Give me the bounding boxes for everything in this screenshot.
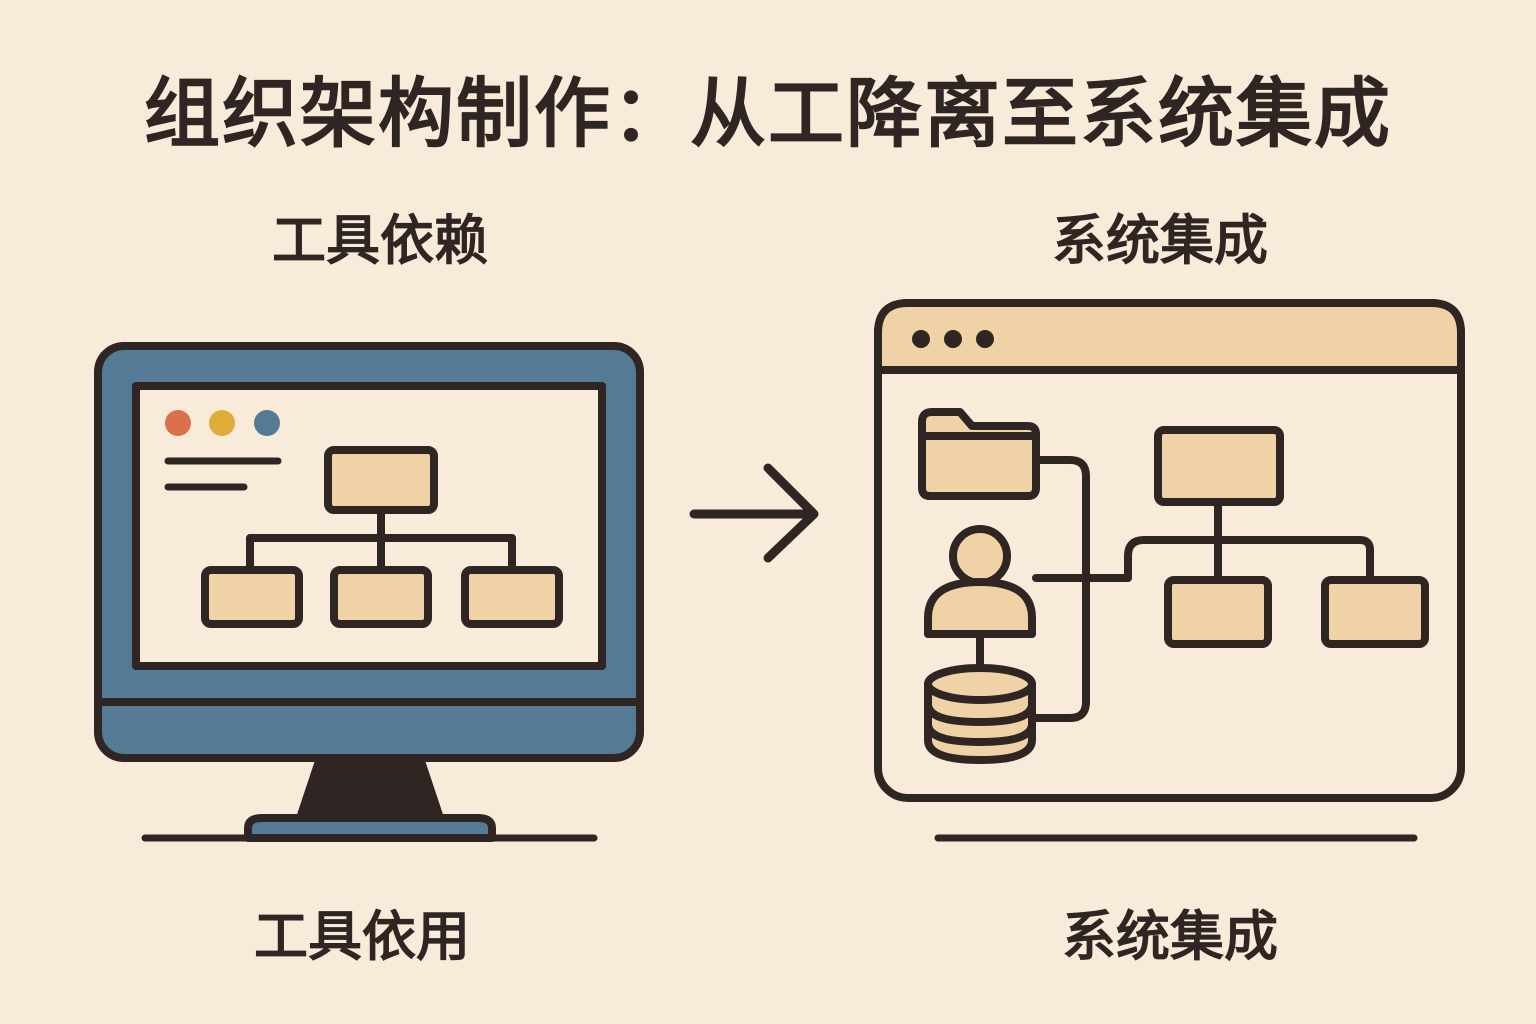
- monitor-stand: [296, 754, 444, 822]
- org-box: [461, 566, 563, 628]
- monitor-icon: [94, 342, 644, 842]
- database-icon: [924, 664, 1036, 764]
- window-dot: [912, 330, 930, 348]
- org-box-top: [324, 446, 438, 514]
- screen-dot-yellow: [209, 410, 235, 436]
- connector-line: [1032, 536, 1374, 584]
- arrow-right-icon: [689, 463, 819, 563]
- org-chart-icon: [201, 446, 563, 628]
- org-box-top: [1154, 426, 1284, 506]
- connector-line: [1032, 456, 1090, 722]
- org-box: [1164, 576, 1272, 648]
- page-title: 组织架构制作：从工降离至系统集成: [144, 69, 1392, 158]
- monitor-base: [244, 814, 496, 842]
- window-titlebar: [874, 299, 1465, 374]
- window-dot: [944, 330, 962, 348]
- screen-dot-blue: [254, 410, 280, 436]
- window-dot: [976, 330, 994, 348]
- org-box: [201, 566, 303, 628]
- org-box: [330, 566, 432, 628]
- left-bottom-label: 工具依用: [254, 905, 470, 968]
- folder-icon: [918, 408, 1040, 500]
- right-top-label: 系统集成: [1052, 209, 1268, 272]
- org-box: [1321, 576, 1429, 648]
- browser-window-icon: [874, 299, 1465, 802]
- user-icon: [924, 525, 1036, 638]
- left-top-label: 工具依赖: [272, 209, 488, 272]
- screen-dot-red: [165, 410, 191, 436]
- right-bottom-label: 系统集成: [1062, 905, 1278, 968]
